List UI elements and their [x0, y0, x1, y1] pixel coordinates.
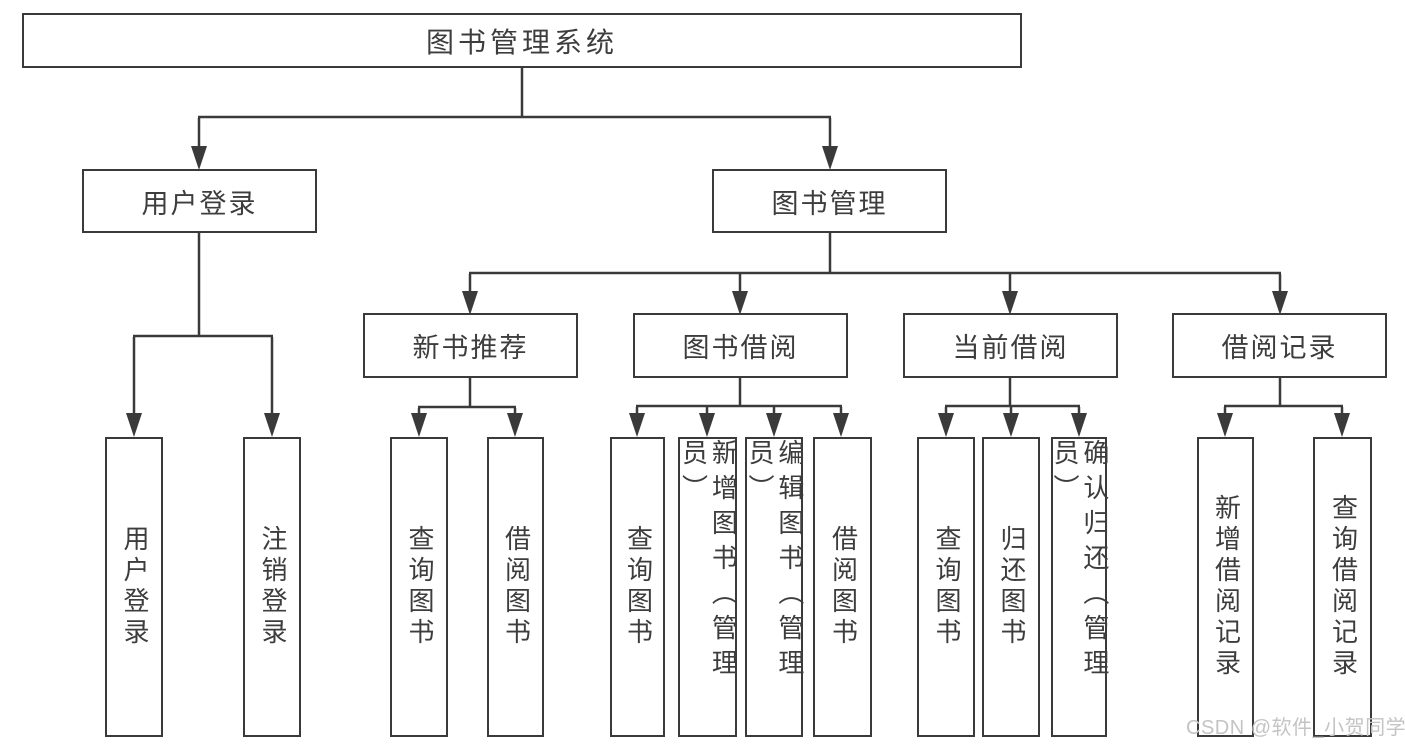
node-label: 借阅记录	[1221, 333, 1338, 363]
node-label: 查询图书	[623, 525, 654, 649]
leaf-query-books-borrow: 查询图书	[610, 437, 665, 737]
arrowhead-icon	[1217, 413, 1233, 437]
leaf-edit-books-admin: 编辑图书（管理员）	[745, 437, 805, 737]
arrowhead-icon	[1071, 413, 1087, 437]
leaf-add-borrow-record: 新增借阅记录	[1197, 437, 1254, 737]
leaf-confirm-return-admin: 确认归还（管理员）	[1050, 437, 1110, 737]
node-label: 查询图书	[931, 525, 962, 649]
arrowhead-icon	[833, 413, 849, 437]
node-borrowing-records: 借阅记录	[1172, 313, 1387, 378]
node-label: 注销登录	[257, 525, 288, 649]
arrowhead-icon	[732, 291, 748, 315]
node-label: 新增借阅记录	[1211, 494, 1242, 680]
arrowhead-icon	[1003, 413, 1019, 437]
node-current-borrowing: 当前借阅	[903, 313, 1118, 378]
leaf-query-borrow-record: 查询借阅记录	[1313, 437, 1372, 737]
arrowhead-icon	[1272, 291, 1288, 315]
node-label: 当前借阅	[952, 333, 1069, 363]
leaf-query-books-current: 查询图书	[917, 437, 975, 737]
leaf-add-books-admin: 新增图书（管理员）	[678, 437, 739, 737]
arrowhead-icon	[411, 413, 427, 437]
watermark: CSDN @软件_小贺同学	[1186, 717, 1405, 739]
leaf-borrow-books: 借阅图书	[813, 437, 872, 737]
node-label: 图书管理系统	[425, 26, 618, 58]
node-label: 查询借阅记录	[1328, 494, 1359, 680]
node-label: 归还图书	[996, 525, 1027, 649]
leaf-borrow-books-recommend: 借阅图书	[487, 437, 544, 737]
node-label: 图书管理	[771, 188, 888, 219]
arrowhead-icon	[462, 291, 478, 315]
node-library-management-system: 图书管理系统	[22, 13, 1022, 68]
node-label: 借阅图书	[501, 525, 532, 649]
arrowhead-icon	[507, 413, 523, 437]
arrowhead-icon	[264, 413, 280, 437]
node-book-borrowing: 图书借阅	[633, 313, 848, 378]
leaf-query-books-recommend: 查询图书	[390, 437, 448, 737]
node-book-management: 图书管理	[712, 169, 947, 233]
node-label: 借阅图书	[828, 525, 859, 649]
node-label: 图书借阅	[682, 333, 799, 363]
node-label: 用户登录	[141, 188, 258, 219]
arrowhead-icon	[1002, 291, 1018, 315]
leaf-return-books: 归还图书	[982, 437, 1040, 737]
node-label: 新书推荐	[412, 333, 529, 363]
node-label: 用户登录	[119, 525, 150, 649]
node-label: 新增图书（管理员）	[678, 439, 739, 684]
node-label: 编辑图书（管理员）	[745, 439, 805, 684]
arrowhead-icon	[766, 413, 782, 437]
arrowhead-icon	[938, 413, 954, 437]
leaf-logout-login: 注销登录	[243, 437, 301, 737]
node-new-book-recommendation: 新书推荐	[363, 313, 578, 378]
node-label: 确认归还（管理员）	[1050, 439, 1110, 684]
connector-path	[132, 68, 1344, 416]
node-label: 查询图书	[404, 525, 435, 649]
arrowhead-icon	[699, 413, 715, 437]
arrowhead-icon	[1334, 413, 1350, 437]
leaf-user-login: 用户登录	[105, 437, 163, 737]
arrowhead-icon	[629, 413, 645, 437]
arrowhead-icon	[822, 146, 838, 170]
node-user-login: 用户登录	[82, 169, 317, 233]
arrowhead-icon	[126, 413, 142, 437]
arrowhead-icon	[191, 146, 207, 170]
